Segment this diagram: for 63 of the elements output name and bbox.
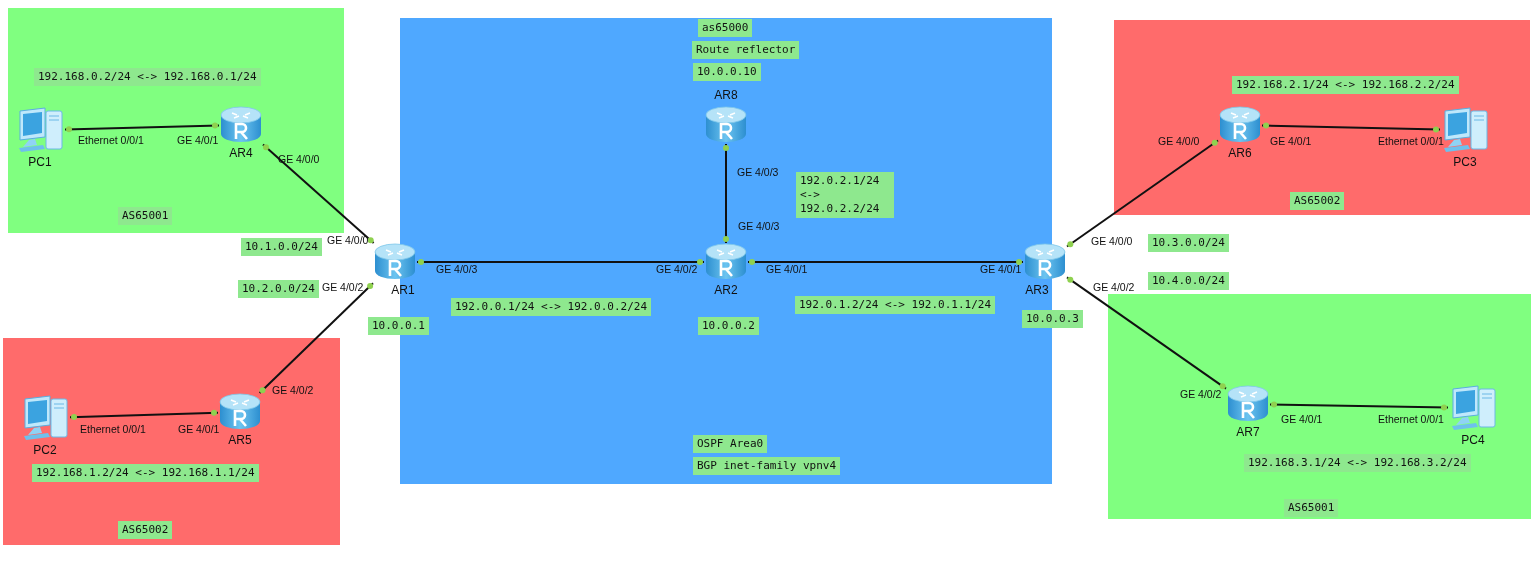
device-name: AR8 bbox=[713, 88, 739, 102]
as-area-panel bbox=[1108, 294, 1531, 519]
subnet-tag: 192.0.1.2/24 <-> 192.0.1.1/24 bbox=[795, 296, 996, 314]
device-name: AR3 bbox=[1024, 283, 1050, 297]
network-link bbox=[1066, 276, 1227, 390]
network-link bbox=[725, 143, 727, 244]
network-link bbox=[262, 143, 375, 244]
device-name: AR5 bbox=[227, 433, 253, 447]
area-label: AS65002 bbox=[118, 521, 173, 539]
router-info-tag: Route reflector bbox=[692, 41, 800, 59]
port-label: GE 4/0/1 bbox=[980, 263, 1022, 275]
port-label: Ethernet 0/0/1 bbox=[1378, 135, 1444, 147]
port-label: GE 4/0/2 bbox=[1093, 281, 1135, 293]
as-area-panel bbox=[1114, 20, 1530, 215]
device-name: PC3 bbox=[1452, 155, 1478, 169]
subnet-tag: 10.1.0.0/24 bbox=[241, 238, 322, 256]
port-label: GE 4/0/2 bbox=[1180, 388, 1222, 400]
port-label: GE 4/0/2 bbox=[656, 263, 698, 275]
area-label: as65000 bbox=[698, 19, 753, 37]
router-info-tag: 10.0.0.1 bbox=[368, 317, 429, 335]
port-label: GE 4/0/1 bbox=[766, 263, 808, 275]
port-label: GE 4/0/3 bbox=[436, 263, 478, 275]
device-name: PC4 bbox=[1460, 433, 1486, 447]
subnet-tag: 192.0.2.1/24 <-> 192.0.2.2/24 bbox=[796, 172, 894, 218]
network-link bbox=[1269, 403, 1449, 409]
device-name: AR7 bbox=[1235, 425, 1261, 439]
router-info-tag: 10.0.0.3 bbox=[1022, 310, 1083, 328]
subnet-tag: 192.0.0.1/24 <-> 192.0.0.2/24 bbox=[451, 298, 652, 316]
area-label: BGP inet-family vpnv4 bbox=[693, 457, 841, 475]
subnet-tag: 192.168.0.2/24 <-> 192.168.0.1/24 bbox=[34, 68, 261, 86]
network-link bbox=[69, 411, 219, 419]
port-label: GE 4/0/1 bbox=[178, 423, 220, 435]
router-info-tag: 10.0.0.2 bbox=[698, 317, 759, 335]
subnet-tag: 10.4.0.0/24 bbox=[1148, 272, 1229, 290]
port-label: GE 4/0/2 bbox=[322, 281, 364, 293]
router-info-tag: 10.0.0.10 bbox=[693, 63, 761, 81]
area-label: OSPF Area0 bbox=[693, 435, 768, 453]
area-label: AS65001 bbox=[118, 207, 173, 225]
subnet-tag: 10.2.0.0/24 bbox=[238, 280, 319, 298]
device-name: PC1 bbox=[27, 155, 53, 169]
port-label: GE 4/0/0 bbox=[278, 153, 320, 165]
as-area-panel bbox=[8, 8, 344, 233]
port-label: Ethernet 0/0/1 bbox=[1378, 413, 1444, 425]
device-name: AR6 bbox=[1227, 146, 1253, 160]
network-link bbox=[1066, 139, 1219, 248]
device-name: PC2 bbox=[32, 443, 58, 457]
area-label: AS65001 bbox=[1284, 499, 1339, 517]
port-label: Ethernet 0/0/1 bbox=[80, 423, 146, 435]
network-link bbox=[258, 282, 374, 394]
area-label: AS65002 bbox=[1290, 192, 1345, 210]
device-name: AR2 bbox=[713, 283, 739, 297]
port-label: GE 4/0/1 bbox=[1270, 135, 1312, 147]
as-area-panel bbox=[3, 338, 340, 545]
network-link bbox=[64, 124, 220, 131]
subnet-tag: 192.168.2.1/24 <-> 192.168.2.2/24 bbox=[1232, 76, 1459, 94]
subnet-tag: 192.168.3.1/24 <-> 192.168.3.2/24 bbox=[1244, 454, 1471, 472]
subnet-tag: 192.168.1.2/24 <-> 192.168.1.1/24 bbox=[32, 464, 259, 482]
network-link bbox=[747, 261, 1024, 263]
device-name: AR4 bbox=[228, 146, 254, 160]
network-link bbox=[1261, 124, 1441, 131]
port-label: GE 4/0/1 bbox=[1281, 413, 1323, 425]
network-link bbox=[416, 261, 705, 263]
subnet-tag: 10.3.0.0/24 bbox=[1148, 234, 1229, 252]
